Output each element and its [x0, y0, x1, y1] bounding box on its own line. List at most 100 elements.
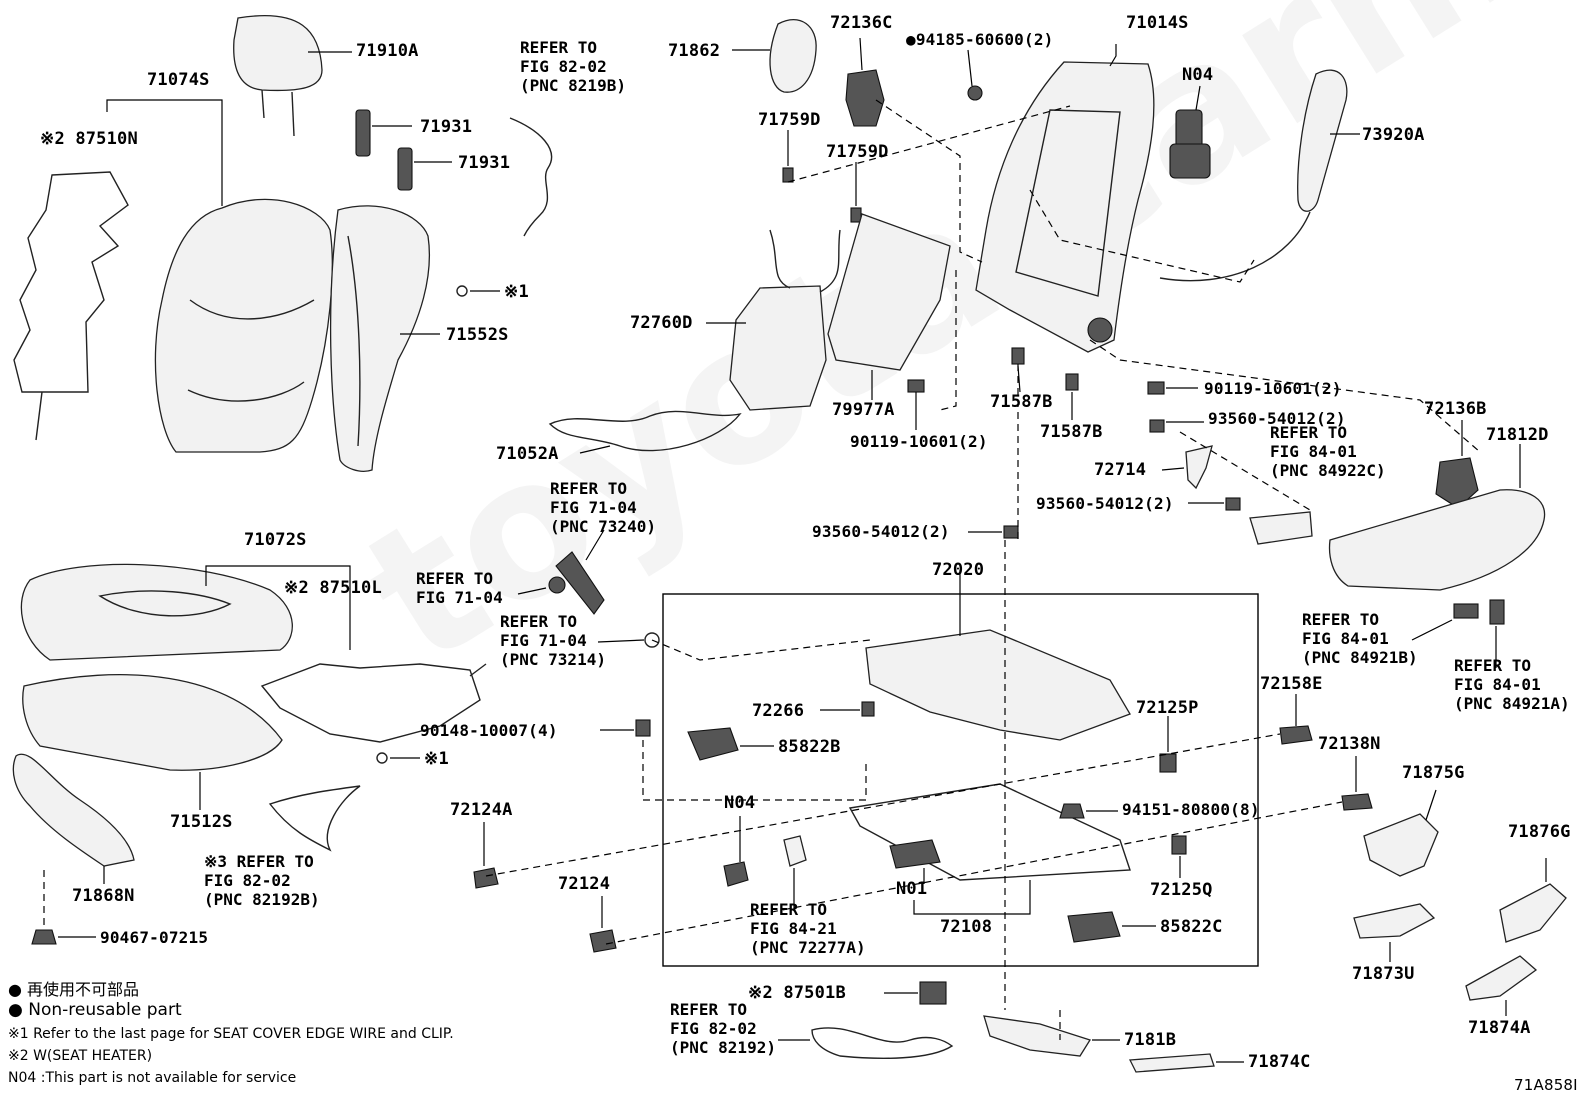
label-90119-a[interactable]: 90119-10601(2)	[850, 432, 988, 451]
clip-71587B-a-drawing	[1011, 347, 1025, 365]
label-72158E[interactable]: 72158E	[1260, 674, 1323, 694]
harness-82192-drawing	[811, 1027, 954, 1059]
label-note-1a[interactable]: ※1	[504, 282, 529, 302]
label-93560-c[interactable]: 93560-54012(2)	[812, 522, 950, 541]
label-71052A[interactable]: 71052A	[496, 444, 559, 464]
label-72266[interactable]: 72266	[752, 701, 805, 721]
cover-72125Q-drawing	[1171, 835, 1187, 855]
label-90119-b[interactable]: 90119-10601(2)	[1204, 379, 1342, 398]
label-71875G[interactable]: 71875G	[1402, 763, 1465, 783]
cover-72138N-drawing	[1341, 793, 1373, 811]
label-N01[interactable]: N01	[896, 879, 928, 899]
clip-71587B-b-drawing	[1065, 373, 1079, 391]
bolt-90119-b-drawing	[1147, 381, 1165, 395]
label-71862[interactable]: 71862	[668, 41, 721, 61]
knob-72136C-drawing	[845, 37, 885, 127]
label-72760D[interactable]: 72760D	[630, 313, 693, 333]
refer-84922C[interactable]: REFER TO FIG 84-01 (PNC 84922C)	[1270, 423, 1386, 480]
label-94151[interactable]: 94151-80800(8)	[1122, 800, 1260, 819]
label-N04-top[interactable]: N04	[1182, 65, 1214, 85]
cover-71862-drawing	[732, 19, 817, 93]
clip-90467-drawing	[31, 929, 57, 945]
label-90467[interactable]: 90467-07215	[100, 928, 209, 947]
label-72125Q[interactable]: 72125Q	[1150, 880, 1213, 900]
label-93560-b[interactable]: 93560-54012(2)	[1036, 494, 1174, 513]
label-72020[interactable]: 72020	[932, 560, 985, 580]
label-71876G[interactable]: 71876G	[1508, 822, 1571, 842]
refer-84921B[interactable]: REFER TO FIG 84-01 (PNC 84921B)	[1302, 610, 1418, 667]
label-7181B[interactable]: 7181B	[1124, 1030, 1177, 1050]
knob-84921B-drawing	[1453, 603, 1479, 619]
label-72108[interactable]: 72108	[940, 917, 993, 937]
label-90148[interactable]: 90148-10007(4)	[420, 721, 558, 740]
label-71868N[interactable]: 71868N	[72, 886, 135, 906]
refer-8219B[interactable]: REFER TO FIG 82-02 (PNC 8219B)	[520, 38, 626, 95]
bracket-7181B-drawing	[983, 1015, 1091, 1057]
refer-82192[interactable]: REFER TO FIG 82-02 (PNC 82192)	[670, 1000, 776, 1057]
label-71759D-a[interactable]: 71759D	[758, 110, 821, 130]
label-71587B-b[interactable]: 71587B	[1040, 422, 1103, 442]
label-71014S[interactable]: 71014S	[1126, 13, 1189, 33]
label-note-1b[interactable]: ※1	[424, 749, 449, 769]
screw-93560-b-drawing	[1225, 497, 1241, 511]
label-72136C[interactable]: 72136C	[830, 13, 893, 33]
label-71552S[interactable]: 71552S	[446, 325, 509, 345]
heater-pad-87510N-drawing	[13, 171, 129, 441]
label-71873U[interactable]: 71873U	[1352, 964, 1415, 984]
label-79977A[interactable]: 79977A	[832, 400, 895, 420]
trim-71874C-drawing	[1128, 1053, 1215, 1073]
refer-84921A[interactable]: REFER TO FIG 84-01 (PNC 84921A)	[1454, 656, 1570, 713]
refer-82192B[interactable]: ※3 REFER TO FIG 82-02 (PNC 82192B)	[204, 852, 320, 909]
label-71072S[interactable]: 71072S	[244, 530, 307, 550]
screw-93560-a-drawing	[1149, 419, 1165, 433]
label-71874A[interactable]: 71874A	[1468, 1018, 1531, 1038]
label-87510L[interactable]: ※2 87510L	[284, 578, 382, 598]
label-72138N[interactable]: 72138N	[1318, 734, 1381, 754]
label-87510N[interactable]: ※2 87510N	[40, 129, 138, 149]
trim-71868N-drawing	[12, 753, 135, 926]
label-71874C[interactable]: 71874C	[1248, 1052, 1311, 1072]
label-72714[interactable]: 72714	[1094, 460, 1147, 480]
label-72125P[interactable]: 72125P	[1136, 698, 1199, 718]
bracket-72714-drawing	[1185, 445, 1213, 490]
label-N04-mid[interactable]: N04	[724, 793, 756, 813]
trim-71876G-drawing	[1499, 883, 1567, 943]
label-71812D[interactable]: 71812D	[1486, 425, 1549, 445]
label-71910A[interactable]: 71910A	[356, 41, 419, 61]
seatback-frame-71014S-drawing	[975, 44, 1155, 353]
cover-72125P-drawing	[1159, 753, 1177, 773]
bracket-72277A-drawing	[783, 835, 807, 867]
label-85822C[interactable]: 85822C	[1160, 917, 1223, 937]
label-71512S[interactable]: 71512S	[170, 812, 233, 832]
label-71074S[interactable]: 71074S	[147, 70, 210, 90]
side-cover-73920A-drawing	[1159, 69, 1360, 282]
label-87501B[interactable]: ※2 87501B	[748, 983, 846, 1003]
refer-7104[interactable]: REFER TO FIG 71-04	[416, 569, 503, 607]
label-72136B[interactable]: 72136B	[1424, 399, 1487, 419]
harness-82192B-drawing	[268, 785, 361, 852]
headrest-71910A-drawing	[233, 14, 352, 137]
label-73920A[interactable]: 73920A	[1362, 125, 1425, 145]
clip-71759D-a-drawing	[782, 167, 794, 183]
label-93560-a[interactable]: 93560-54012(2)	[1208, 409, 1346, 428]
motor-N04-top-drawing	[1169, 85, 1211, 179]
cushion-cover-71072S-drawing	[20, 563, 351, 661]
label-71759D-b[interactable]: 71759D	[826, 142, 889, 162]
legend-line-1: ● 再使用不可部品	[8, 980, 140, 999]
label-71931-b[interactable]: 71931	[458, 153, 511, 173]
label-85822B[interactable]: 85822B	[778, 737, 841, 757]
clip-71931-drawing	[355, 109, 452, 191]
refer-72277A[interactable]: REFER TO FIG 84-21 (PNC 72277A)	[750, 900, 866, 957]
label-72124A[interactable]: 72124A	[450, 800, 513, 820]
label-71931-a[interactable]: 71931	[420, 117, 473, 137]
seatback-pad-71552S-drawing	[329, 205, 440, 472]
legend-line-5: N04 :This part is not available for serv…	[8, 1070, 297, 1086]
label-94185[interactable]: ●94185-60600(2)	[906, 30, 1054, 49]
label-71587B-a[interactable]: 71587B	[990, 392, 1053, 412]
refer-73240[interactable]: REFER TO FIG 71-04 (PNC 73240)	[550, 479, 656, 536]
legend-line-3: ※1 Refer to the last page for SEAT COVER…	[8, 1026, 454, 1042]
refer-73214[interactable]: REFER TO FIG 71-04 (PNC 73214)	[500, 612, 606, 669]
trim-71875G-drawing	[1363, 813, 1439, 877]
label-72124[interactable]: 72124	[558, 874, 611, 894]
